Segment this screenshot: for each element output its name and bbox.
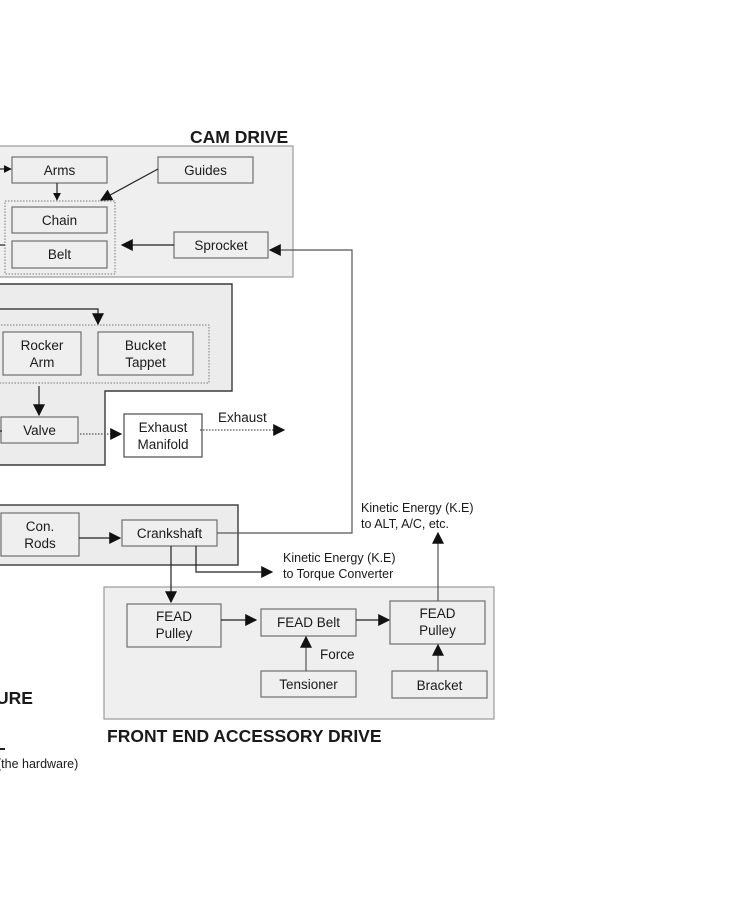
fead-title: FRONT END ACCESSORY DRIVE xyxy=(107,726,382,746)
chain-belt-group xyxy=(4,200,116,275)
guides-node[interactable]: Guides xyxy=(157,156,254,184)
sprocket-label: Sprocket xyxy=(194,238,248,253)
guides-label: Guides xyxy=(184,163,227,178)
crankshaft-label: Crankshaft xyxy=(137,526,203,541)
sprocket-node[interactable]: Sprocket xyxy=(173,231,269,259)
fead-pulley-left-label-2: Pulley xyxy=(156,626,193,641)
rocker-arm-node[interactable]: Rocker Arm xyxy=(2,331,82,376)
rocker-arm-label-1: Rocker xyxy=(21,338,64,353)
valvetrain-region: Rocker Arm Bucket Tappet Valve xyxy=(0,283,233,466)
chain-node[interactable]: Chain xyxy=(11,206,108,234)
crank-region: Con. Rods Crankshaft xyxy=(0,504,239,566)
cam-drive-region: CAM DRIVE Arms Guides Chain Belt Sprocke… xyxy=(0,127,294,278)
bracket-node[interactable]: Bracket xyxy=(391,670,488,699)
valve-label: Valve xyxy=(23,423,56,438)
arrow-guides-to-chain xyxy=(99,168,159,201)
arms-label: Arms xyxy=(44,163,76,178)
tensioner-node[interactable]: Tensioner xyxy=(260,670,357,698)
ke-alt-label-2: to ALT, A/C, etc. xyxy=(361,517,449,531)
con-rods-node[interactable]: Con. Rods xyxy=(0,512,80,557)
ke-alt-label-1: Kinetic Energy (K.E) xyxy=(361,501,474,515)
hardware-note-partial: (the hardware) xyxy=(0,757,78,771)
fead-pulley-left-label-1: FEAD xyxy=(156,609,192,624)
con-rods-label-2: Rods xyxy=(24,536,56,551)
belt-node[interactable]: Belt xyxy=(11,240,108,269)
arms-node[interactable]: Arms xyxy=(11,156,108,184)
fead-pulley-right-node[interactable]: FEAD Pulley xyxy=(389,600,486,645)
force-annotation: Force xyxy=(320,647,355,662)
tensioner-label: Tensioner xyxy=(279,677,338,692)
con-rods-label-1: Con. xyxy=(26,519,55,534)
exhaust-manifold-node[interactable]: Exhaust Manifold xyxy=(123,413,203,458)
cam-drive-title: CAM DRIVE xyxy=(190,127,288,147)
belt-label: Belt xyxy=(48,247,72,262)
exhaust-annotation: Exhaust xyxy=(218,410,267,425)
arrow-ke-torque xyxy=(195,546,274,578)
fead-region: FRONT END ACCESSORY DRIVE FEAD Pulley FE… xyxy=(103,546,495,746)
bracket-label: Bracket xyxy=(417,678,463,693)
arrow-into-tappet xyxy=(0,308,104,326)
arrow-crankshaft-to-sprocket xyxy=(217,244,353,534)
structure-title-partial: URE xyxy=(0,688,33,708)
fead-pulley-right-label-1: FEAD xyxy=(419,606,455,621)
fead-pulley-left-node[interactable]: FEAD Pulley xyxy=(126,603,222,648)
fead-belt-label: FEAD Belt xyxy=(277,615,340,630)
bucket-tappet-node[interactable]: Bucket Tappet xyxy=(97,331,194,376)
fead-belt-node[interactable]: FEAD Belt xyxy=(260,608,357,637)
rocker-arm-label-2: Arm xyxy=(30,355,55,370)
ke-torque-label-1: Kinetic Energy (K.E) xyxy=(283,551,396,565)
chain-label: Chain xyxy=(42,213,77,228)
exhaust-manifold-label-2: Manifold xyxy=(137,437,188,452)
fead-pulley-right-label-2: Pulley xyxy=(419,623,456,638)
valve-node[interactable]: Valve xyxy=(0,416,79,444)
bucket-tappet-label-2: Tappet xyxy=(125,355,166,370)
bucket-tappet-label-1: Bucket xyxy=(125,338,167,353)
crankshaft-node[interactable]: Crankshaft xyxy=(121,519,218,547)
exhaust-manifold-label-1: Exhaust xyxy=(139,420,188,435)
ke-torque-label-2: to Torque Converter xyxy=(283,567,393,581)
